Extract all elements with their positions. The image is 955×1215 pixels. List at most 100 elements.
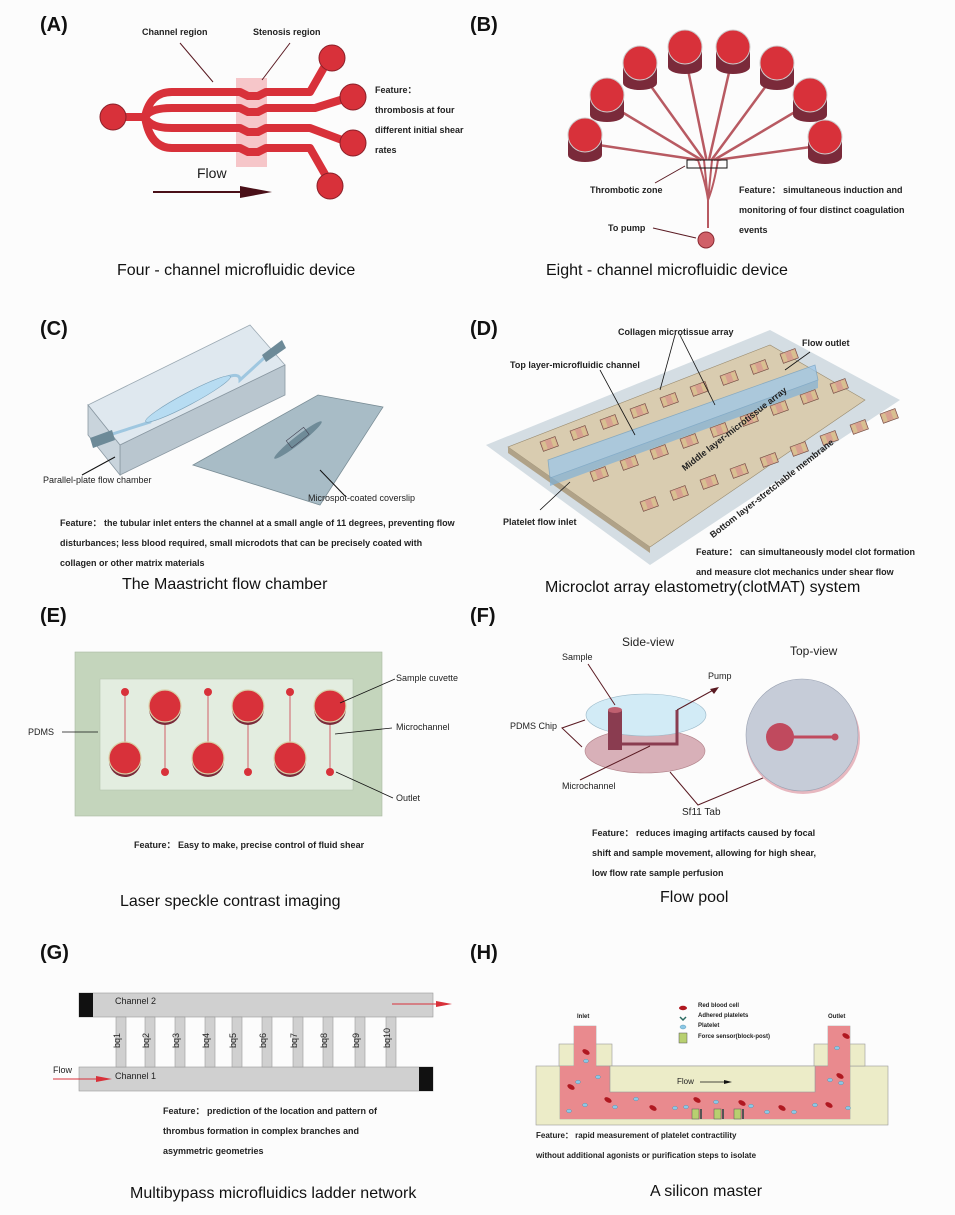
panel-g-title: Multibypass microfluidics ladder network <box>130 1185 417 1202</box>
pump-port <box>697 231 715 249</box>
platelet <box>683 1105 689 1109</box>
channel-2 <box>141 93 352 120</box>
inlet-dot <box>121 688 129 696</box>
clotmat-diagram <box>486 330 900 565</box>
panel-h-feature: Feature： rapid measurement of platelet c… <box>536 1131 757 1160</box>
red-blood-cell <box>825 1102 833 1108</box>
ladder-network-diagram <box>53 992 452 1092</box>
microtissue-well-25 <box>819 430 839 446</box>
platelet-inlet-arrow <box>539 481 571 511</box>
panel-f-title: Flow pool <box>660 889 729 906</box>
red-blood-cell <box>604 1097 612 1103</box>
sample-cuvette <box>273 741 307 775</box>
channel-2-bar <box>78 992 434 1018</box>
well-1 <box>567 117 603 162</box>
panel-h-label: (H) <box>470 942 498 964</box>
inlet-dot <box>204 688 212 696</box>
flow-outlet-arrow <box>784 351 811 371</box>
inlet-label: Inlet <box>577 1014 590 1020</box>
chamber-label: Parallel-plate flow chamber <box>43 475 152 485</box>
microtissue-well-13 <box>679 433 699 449</box>
flow-arrowhead-icon <box>240 186 272 198</box>
outlet-dot <box>326 768 334 776</box>
channel-1-bar <box>78 1066 434 1092</box>
panel-d-feature: Feature： can simultaneously model clot f… <box>696 547 916 577</box>
bypass-label: bq6 <box>258 1032 268 1048</box>
platelet <box>845 1106 851 1110</box>
panel-c-feature: Feature： the tubular inlet enters the ch… <box>60 518 455 568</box>
bypass-6 <box>261 1016 273 1068</box>
force-sensor-post <box>722 1109 724 1119</box>
microtissue-well-3 <box>599 414 619 430</box>
pump-arrow <box>676 687 718 711</box>
bypass-label: bq9 <box>351 1032 361 1048</box>
inlet-port <box>99 103 127 131</box>
panel-c-label: (C) <box>40 318 68 340</box>
flow-chamber-slot <box>145 375 231 423</box>
platelet <box>582 1103 588 1107</box>
force-sensor-1 <box>691 1108 700 1120</box>
platelet <box>791 1110 797 1114</box>
red-blood-cell <box>693 1097 701 1103</box>
microtissue-well-15 <box>739 411 759 427</box>
platelet <box>672 1106 678 1110</box>
well-5 <box>715 29 751 74</box>
microtissue-well-8 <box>749 359 769 375</box>
outflow-arrowhead-icon <box>436 1001 452 1007</box>
panel-a-feature: Feature： thrombosis at four different in… <box>375 85 464 155</box>
bypass-7 <box>292 1016 304 1068</box>
pdms-chip-bracket <box>561 719 586 748</box>
pump-label: Pump <box>708 671 732 681</box>
well-4 <box>667 29 703 74</box>
panel-f: (F) Side-view Top-view Sample Pump PDMS … <box>470 600 955 920</box>
sample-cuvette <box>191 741 225 775</box>
top-view-label: Top-view <box>790 644 838 658</box>
outlet-dot <box>244 768 252 776</box>
force-sensor-2 <box>713 1108 722 1120</box>
panel-e: (E) PDMS Sample cuvette Microchannel Out… <box>0 600 470 920</box>
channel-region-arrow <box>179 42 214 83</box>
panel-g-label: (G) <box>40 942 69 964</box>
bypass-4 <box>204 1016 216 1068</box>
microchannel-arrow <box>334 727 393 735</box>
microtissue-well-26 <box>849 419 869 435</box>
microtissue-well-1 <box>539 436 559 452</box>
legend-platelet-icon <box>679 1024 687 1030</box>
legend-platelet-label: Platelet <box>698 1023 720 1029</box>
well-6 <box>759 45 795 90</box>
sample-cuvette <box>148 689 182 723</box>
center-block <box>609 1065 816 1093</box>
platelet <box>583 1059 589 1063</box>
panel-e-feature: Feature： Easy to make, precise control o… <box>134 840 365 850</box>
legend-adhered-icon <box>679 1016 687 1022</box>
stenosis-region-arrow <box>261 42 291 81</box>
collagen-arrow-1 <box>659 334 676 391</box>
panel-a-title: Four - channel microfluidic device <box>117 262 356 279</box>
top-view-disk <box>745 678 859 792</box>
channel-1-label: Channel 1 <box>115 1071 157 1081</box>
well-8 <box>807 119 843 164</box>
sf11-tab-connector <box>669 771 771 806</box>
panel-d-label: (D) <box>470 318 498 340</box>
outlet-dot <box>161 768 169 776</box>
outlet-connector-icon <box>262 340 286 362</box>
panel-d-title: Microclot array elastometry(clotMAT) sys… <box>545 579 861 596</box>
platelet <box>612 1105 618 1109</box>
four-channel-device-diagram <box>99 42 367 200</box>
legend-sensor-label: Force sensor(block-post) <box>698 1034 771 1040</box>
to-pump-arrow <box>652 227 697 239</box>
bypass-label: bq2 <box>141 1032 151 1048</box>
red-blood-cell <box>738 1100 746 1106</box>
channel-region-label: Channel region <box>142 27 208 37</box>
platelet <box>838 1081 844 1085</box>
bypass-10 <box>385 1016 397 1068</box>
blood-channel-inner <box>560 1026 850 1119</box>
force-sensor-3 <box>733 1108 742 1120</box>
microchannel-arrow-f <box>579 745 651 781</box>
platelet <box>748 1104 754 1108</box>
force-sensor-post <box>700 1109 702 1119</box>
inlet-connector-icon <box>90 430 115 448</box>
pdms-inner <box>99 678 354 791</box>
panel-h-title: A silicon master <box>650 1183 763 1200</box>
